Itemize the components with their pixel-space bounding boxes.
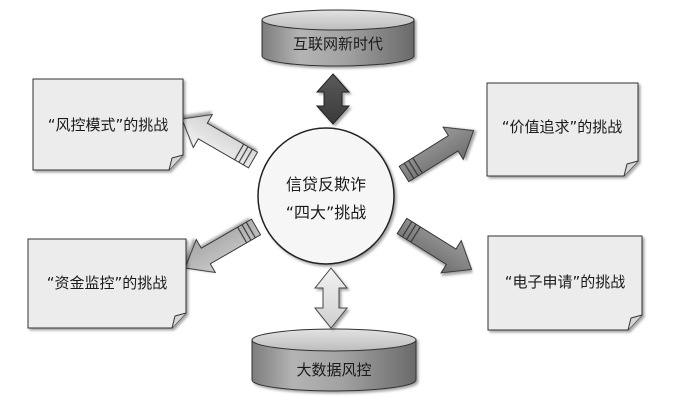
note-top-right bbox=[486, 82, 639, 177]
note-bottom-left-label: “资金监控”的挑战 bbox=[47, 274, 168, 292]
note-bottom-left bbox=[27, 238, 187, 329]
arrow-to-bottom-right bbox=[396, 217, 473, 274]
note-bottom-right bbox=[487, 235, 643, 331]
center-title-line2: “四大”挑战 bbox=[286, 203, 367, 222]
note-top-left bbox=[32, 78, 184, 171]
note-top-left-label: “风控模式”的挑战 bbox=[48, 116, 169, 134]
arrow-to-top-left bbox=[181, 113, 259, 169]
note-top-right-label: “价值追求”的挑战 bbox=[502, 118, 623, 136]
center-circle bbox=[257, 127, 395, 265]
note-bottom-right-label: “电子申请”的挑战 bbox=[505, 273, 626, 291]
bottom-double-arrow bbox=[313, 267, 349, 329]
top-cylinder-label: 互联网新时代 bbox=[293, 35, 383, 53]
center-title-line1: 信贷反欺诈 bbox=[286, 175, 366, 194]
top-double-arrow bbox=[315, 73, 351, 125]
top-cylinder bbox=[261, 9, 415, 67]
bottom-cylinder bbox=[251, 328, 417, 392]
arrow-to-top-right bbox=[398, 126, 475, 183]
arrow-to-bottom-left bbox=[184, 218, 262, 274]
bottom-cylinder-label: 大数据风控 bbox=[296, 361, 371, 379]
